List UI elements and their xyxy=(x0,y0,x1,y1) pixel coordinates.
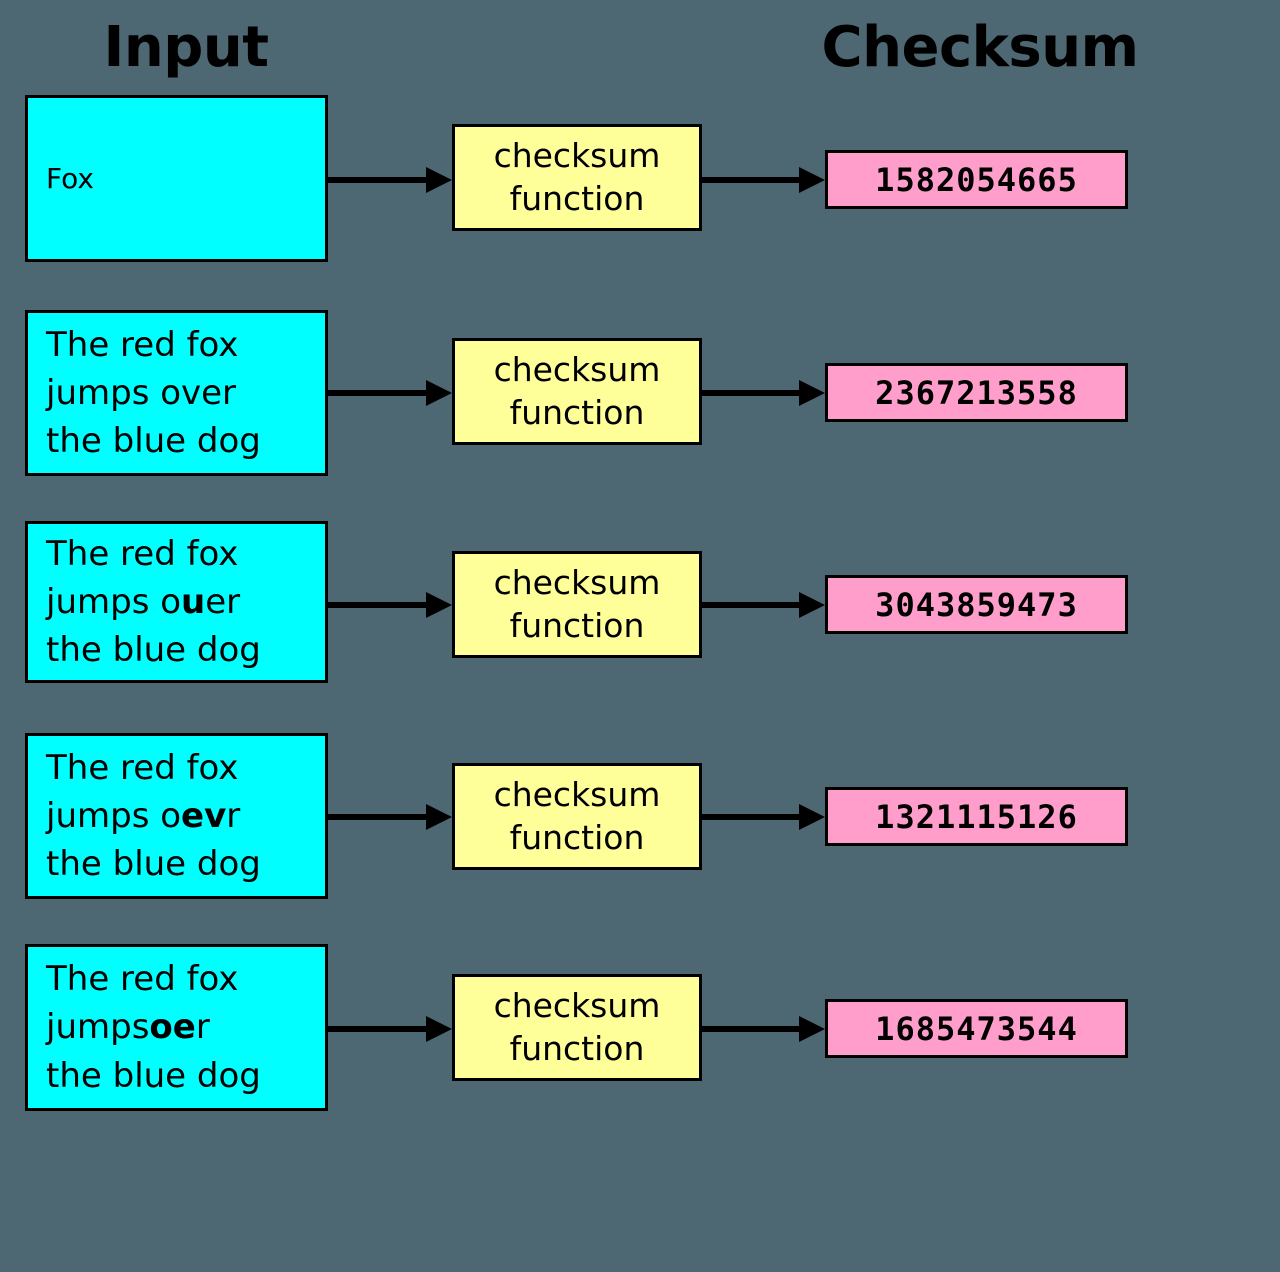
arrow-shaft xyxy=(702,814,801,820)
checksum-function-box: checksum function xyxy=(452,551,702,658)
arrow-head xyxy=(426,380,452,406)
checksum-function-label: checksum function xyxy=(493,775,661,857)
input-text: Fox xyxy=(46,161,94,195)
arrow-head xyxy=(799,804,825,830)
arrow-head xyxy=(426,592,452,618)
arrow-shaft xyxy=(702,177,801,183)
arrow-head xyxy=(426,1016,452,1042)
arrow-head xyxy=(799,167,825,193)
checksum-box: 2367213558 xyxy=(825,363,1128,422)
checksum-box: 1582054665 xyxy=(825,150,1128,209)
checksum-box: 1321115126 xyxy=(825,787,1128,846)
arrow-shaft xyxy=(328,1026,428,1032)
checksum-function-box: checksum function xyxy=(452,338,702,445)
checksum-function-label: checksum function xyxy=(493,563,661,645)
checksum-function-box: checksum function xyxy=(452,974,702,1081)
arrow-head xyxy=(426,804,452,830)
arrow-shaft xyxy=(328,390,428,396)
arrow-shaft xyxy=(702,1026,801,1032)
checksum-function-box: checksum function xyxy=(452,124,702,231)
arrow-function-to-checksum xyxy=(702,380,825,406)
checksum-function-label: checksum function xyxy=(493,350,661,432)
arrow-input-to-function xyxy=(328,167,452,193)
checksum-function-label: checksum function xyxy=(493,986,661,1068)
arrow-shaft xyxy=(328,602,428,608)
checksum-box: 3043859473 xyxy=(825,575,1128,634)
arrow-head xyxy=(799,380,825,406)
checksum-value: 1321115126 xyxy=(875,797,1078,836)
arrow-function-to-checksum xyxy=(702,804,825,830)
arrow-input-to-function xyxy=(328,380,452,406)
input-text-highlight: ev xyxy=(181,795,227,836)
arrow-function-to-checksum xyxy=(702,592,825,618)
column-header-input: Input xyxy=(103,15,269,80)
checksum-value: 1582054665 xyxy=(875,160,1078,199)
arrow-shaft xyxy=(702,602,801,608)
checksum-value: 2367213558 xyxy=(875,373,1078,412)
arrow-head xyxy=(799,592,825,618)
arrow-head xyxy=(426,167,452,193)
column-header-checksum: Checksum xyxy=(821,15,1139,80)
input-box: Fox xyxy=(25,95,328,262)
arrow-function-to-checksum xyxy=(702,167,825,193)
checksum-value: 3043859473 xyxy=(875,585,1078,624)
checksum-function-box: checksum function xyxy=(452,763,702,870)
input-text-highlight: u xyxy=(181,581,206,622)
arrow-shaft xyxy=(702,390,801,396)
arrow-function-to-checksum xyxy=(702,1016,825,1042)
arrow-input-to-function xyxy=(328,1016,452,1042)
arrow-input-to-function xyxy=(328,804,452,830)
checksum-function-label: checksum function xyxy=(493,136,661,218)
checksum-box: 1685473544 xyxy=(825,999,1128,1058)
arrow-input-to-function xyxy=(328,592,452,618)
arrow-shaft xyxy=(328,177,428,183)
input-text-highlight: oe xyxy=(149,1007,196,1048)
arrow-shaft xyxy=(328,814,428,820)
arrow-head xyxy=(799,1016,825,1042)
checksum-value: 1685473544 xyxy=(875,1009,1078,1048)
